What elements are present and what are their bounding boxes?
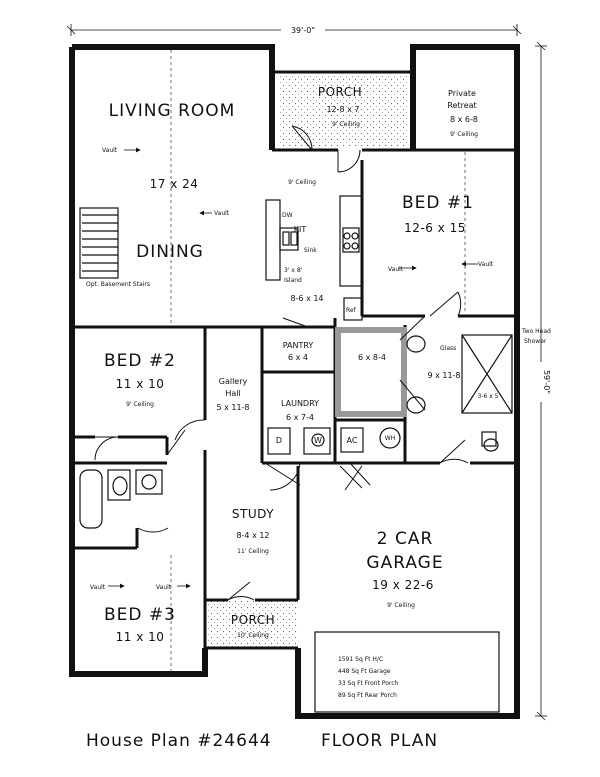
rear-porch-size: 12-8 x 7: [326, 105, 359, 114]
garage-name-2: GARAGE: [366, 553, 443, 573]
kitchen-ref: Ref: [346, 307, 357, 314]
shower-note-2: Shower: [524, 338, 547, 345]
gallery-name-1: Gallery: [219, 377, 248, 386]
bed2-size: 11 x 10: [116, 377, 165, 391]
master-bath-size: 9 x 11-8: [427, 371, 460, 380]
rear-porch-ceiling: 9' Ceiling: [332, 121, 360, 128]
rear-porch-floor: [278, 74, 408, 146]
living-room-size: 17 x 24: [150, 177, 199, 191]
stat-rear-porch: 89 Sq Ft Rear Porch: [338, 692, 397, 699]
bed3-name: BED #3: [104, 605, 176, 625]
living-vault-2: Vault: [214, 210, 230, 217]
basement-stairs-note: Opt. Basement Stairs: [86, 281, 150, 288]
kitchen-size: 8-6 x 14: [290, 294, 323, 303]
laundry-size: 6 x 7-4: [286, 413, 314, 422]
living-vault-1: Vault: [102, 147, 118, 154]
stat-garage: 448 Sq Ft Garage: [338, 668, 391, 675]
bed1-vault-2: Vault: [478, 261, 494, 268]
plan-label: FLOOR PLAN: [321, 731, 438, 751]
front-porch-ceiling: 10' Ceiling: [237, 632, 269, 639]
dining-name: DINING: [136, 242, 204, 262]
garage-door: [314, 631, 500, 713]
master-bath-glass: Glass: [440, 345, 456, 352]
gallery-name-2: Hall: [225, 389, 240, 398]
laundry-name: LAUNDRY: [281, 399, 319, 408]
bed2-ceiling: 9' Ceiling: [126, 401, 154, 408]
retreat-ceiling: 9' Ceiling: [450, 131, 478, 138]
garage-ceiling: 9' Ceiling: [387, 602, 415, 609]
kitchen-ceiling: 9' Ceiling: [288, 179, 316, 186]
kitchen-name: KIT: [294, 225, 307, 234]
door-swings: [94, 125, 469, 601]
rear-porch-name: PORCH: [318, 85, 362, 99]
kitchen-island-2: Island: [284, 277, 302, 284]
shower-size: 3-6 x 5: [478, 393, 499, 400]
retreat-name-1: Private: [448, 89, 476, 98]
bed3-size: 11 x 10: [116, 630, 165, 644]
kitchen-dw: DW: [282, 212, 293, 219]
water-heater-label: WH: [385, 435, 395, 442]
pantry-name: PANTRY: [283, 341, 314, 350]
kitchen-island-1: 3' x 8': [284, 267, 303, 274]
front-porch-floor: [208, 600, 298, 648]
bed3-vault-2: Vault: [156, 584, 172, 591]
bed2-name: BED #2: [104, 351, 176, 371]
ceiling-lines: [170, 50, 466, 672]
gallery-size: 5 x 11-8: [216, 403, 249, 412]
garage-size: 19 x 22-6: [372, 578, 434, 592]
pantry-size: 6 x 4: [288, 353, 308, 362]
living-room-name: LIVING ROOM: [109, 101, 236, 121]
bed1-name: BED #1: [402, 193, 474, 213]
fixtures: [79, 195, 513, 529]
bed3-vault-1: Vault: [90, 584, 106, 591]
shower-note-1: Two Head: [521, 328, 551, 335]
kitchen-sink: Sink: [304, 247, 317, 254]
dryer-label: D: [276, 436, 282, 445]
width-dimension: 39'-0": [291, 26, 315, 35]
retreat-size: 8 x 6-8: [450, 115, 478, 124]
stat-front-porch: 33 Sq Ft Front Porch: [338, 680, 399, 687]
study-ceiling: 11' Ceiling: [237, 548, 269, 555]
front-porch-name: PORCH: [231, 613, 275, 627]
study-size: 8-4 x 12: [236, 531, 269, 540]
garage-name-1: 2 CAR: [377, 529, 434, 549]
master-closet-size: 6 x 8-4: [358, 353, 386, 362]
stat-heated: 1591 Sq Ft H/C: [338, 656, 383, 663]
washer-label: W: [314, 436, 322, 445]
retreat-name-2: Retreat: [447, 101, 476, 110]
bed1-vault-1: Vault: [388, 266, 404, 273]
depth-dimension: 59'-0": [542, 370, 551, 394]
plan-number: House Plan #24644: [86, 731, 272, 751]
ac-label: AC: [347, 436, 358, 445]
vault-arrows: [108, 147, 478, 589]
study-name: STUDY: [232, 507, 274, 521]
bed1-size: 12-6 x 15: [404, 221, 466, 235]
